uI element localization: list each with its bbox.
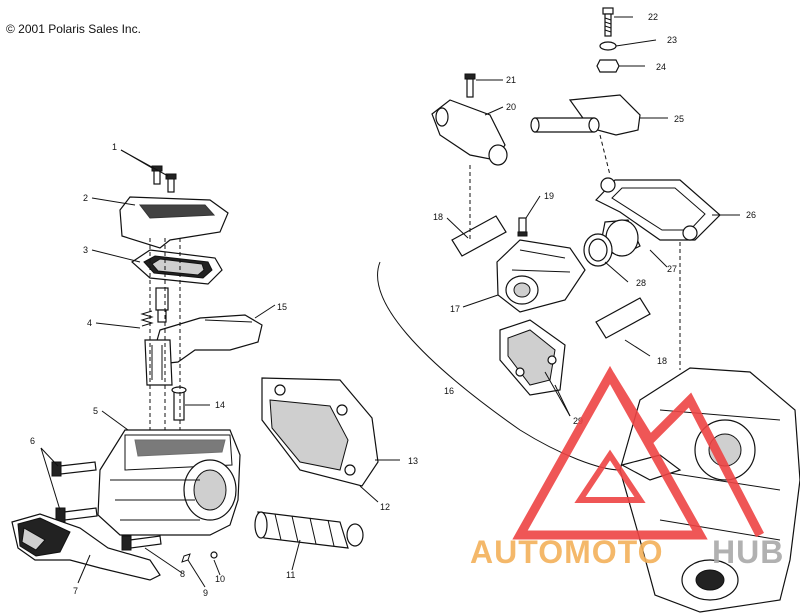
part-pad-18-top <box>451 215 507 257</box>
callout-12: 12 <box>380 502 390 512</box>
copyright-text: © 2001 Polaris Sales Inc. <box>6 22 141 36</box>
callout-labels: 1 2 3 4 5 6 7 8 9 10 11 12 13 14 15 16 1… <box>30 12 756 598</box>
part-bracket-25 <box>530 94 641 136</box>
part-bolt-22 <box>602 7 614 37</box>
callout-21: 21 <box>506 75 516 85</box>
part-pin-14 <box>173 389 185 421</box>
callout-7: 7 <box>73 586 78 596</box>
part-cover-13 <box>261 377 379 487</box>
callout-19: 19 <box>544 191 554 201</box>
watermark-text-right: HUB <box>712 534 784 570</box>
callout-27: 27 <box>667 264 677 274</box>
callout-1: 1 <box>112 142 117 152</box>
left-assembly <box>11 149 400 588</box>
callout-6: 6 <box>30 436 35 446</box>
part-bracket-29 <box>499 319 566 396</box>
watermark-triangle-icon <box>512 365 708 540</box>
part-nut-24 <box>596 59 620 73</box>
callout-29: 29 <box>573 416 583 426</box>
callout-16: 16 <box>444 386 454 396</box>
callout-17: 17 <box>450 304 460 314</box>
part-guide-26 <box>595 177 721 241</box>
callout-14: 14 <box>215 400 225 410</box>
part-screws-6 <box>51 461 98 523</box>
callout-24: 24 <box>656 62 666 72</box>
callout-15: 15 <box>277 302 287 312</box>
callout-8: 8 <box>180 569 185 579</box>
callout-4: 4 <box>87 318 92 328</box>
part-grip-11 <box>254 511 364 549</box>
callout-22: 22 <box>648 12 658 22</box>
part-nut-10 <box>210 551 218 559</box>
part-bleeder-19 <box>517 217 528 237</box>
callout-11: 11 <box>286 570 295 580</box>
callout-23: 23 <box>667 35 677 45</box>
part-screw-21 <box>464 73 476 98</box>
callout-13: 13 <box>408 456 418 466</box>
part-screw-8 <box>121 535 162 551</box>
part-caliper-17 <box>496 239 586 313</box>
part-group-16-outline <box>377 261 621 471</box>
callout-26: 26 <box>746 210 756 220</box>
part-washer-23 <box>599 41 617 51</box>
callout-25: 25 <box>674 114 684 124</box>
callout-5: 5 <box>93 406 98 416</box>
callout-3: 3 <box>83 245 88 255</box>
callout-9: 9 <box>203 588 208 598</box>
part-body-20 <box>431 99 508 166</box>
callout-20: 20 <box>506 102 516 112</box>
automotohub-watermark: AUTOMOTO HUB <box>470 365 784 570</box>
right-assembly <box>377 7 800 613</box>
part-pad-18-bottom <box>595 297 651 339</box>
callout-28: 28 <box>636 278 646 288</box>
callout-18b: 18 <box>657 356 667 366</box>
part-seal-28 <box>583 233 613 267</box>
watermark-text-left: AUTOMOTO <box>470 534 663 570</box>
callout-2: 2 <box>83 193 88 203</box>
part-mount-housing <box>619 367 800 613</box>
callout-18a: 18 <box>433 212 443 222</box>
callout-10: 10 <box>215 574 225 584</box>
part-screws-1 <box>151 165 177 193</box>
